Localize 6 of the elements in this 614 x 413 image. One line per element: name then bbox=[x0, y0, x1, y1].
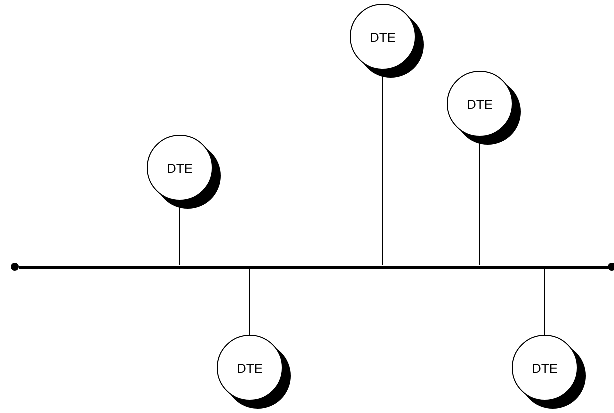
node-label: DTE bbox=[532, 360, 558, 376]
node-label: DTE bbox=[370, 30, 396, 44]
connector-line bbox=[544, 268, 546, 336]
node-label: DTE bbox=[167, 160, 193, 176]
node-label: DTE bbox=[237, 360, 263, 376]
node-label: DTE bbox=[467, 96, 493, 112]
